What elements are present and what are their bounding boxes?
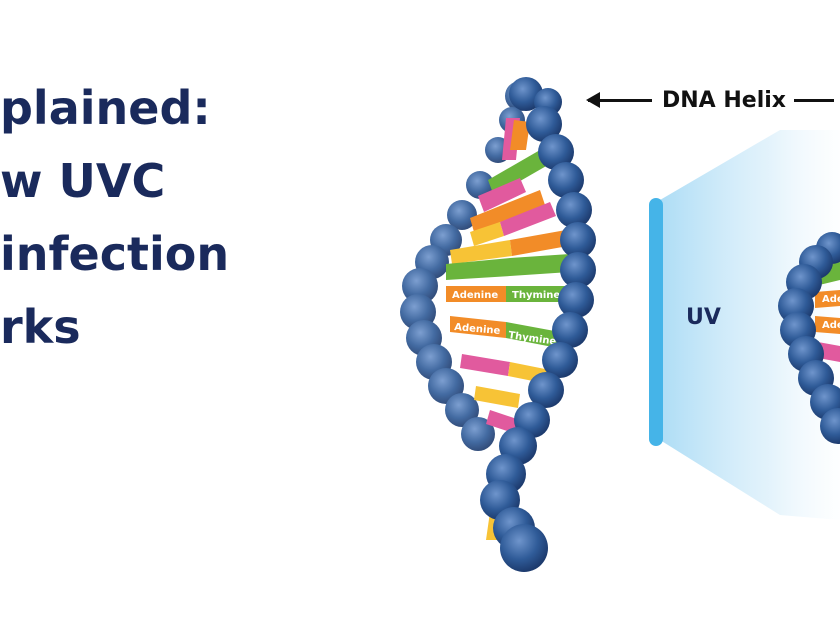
uv-label: UV bbox=[686, 305, 721, 330]
headline: plained: w UVC infection rks bbox=[0, 72, 300, 392]
base-label-adenine-4: Aden bbox=[822, 320, 840, 331]
base-label-adenine-3: Aden bbox=[822, 294, 840, 305]
uv-glow bbox=[660, 130, 840, 520]
connector-line bbox=[793, 98, 834, 102]
base-label-adenine-1: Adenine bbox=[452, 290, 498, 301]
uv-lamp bbox=[649, 198, 663, 446]
base-pair-rungs bbox=[446, 118, 572, 540]
headline-line-1: plained: bbox=[0, 81, 211, 135]
arrow-left-icon bbox=[586, 91, 652, 108]
front-strand bbox=[480, 77, 596, 572]
base-label-adenine-2: Adenine bbox=[454, 322, 501, 337]
right-helix bbox=[778, 232, 840, 444]
headline-line-2: w UVC bbox=[0, 154, 166, 208]
dna-helix-label: DNA Helix bbox=[586, 84, 834, 116]
headline-line-3: infection bbox=[0, 227, 230, 281]
dna-helix-text: DNA Helix bbox=[662, 87, 786, 113]
headline-line-4: rks bbox=[0, 300, 81, 354]
base-label-thymine-1: Thymine bbox=[512, 290, 560, 301]
